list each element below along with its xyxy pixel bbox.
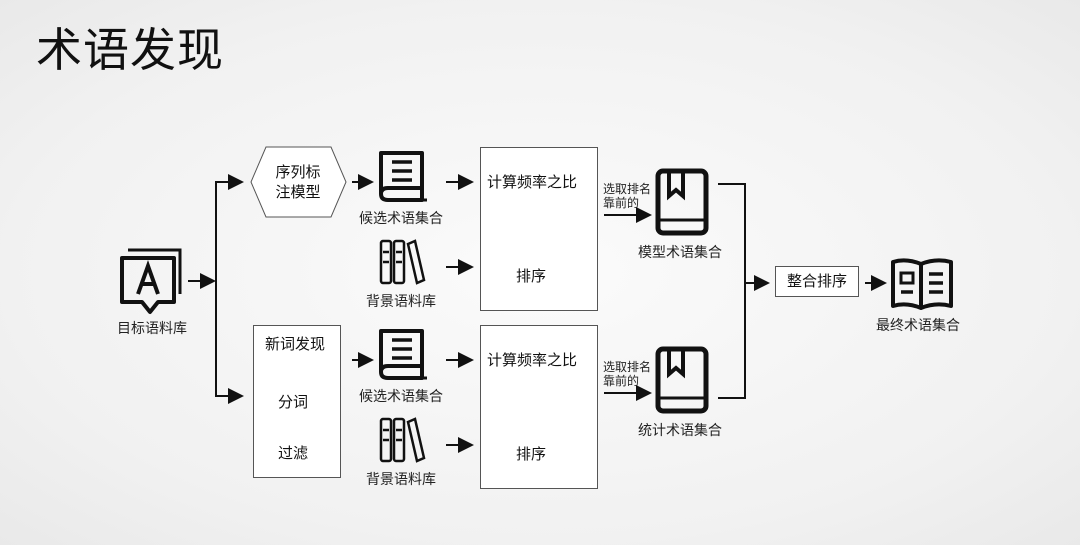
corpus-document-icon [120, 248, 182, 314]
background-corpus-books-icon [379, 239, 426, 285]
bottom-process-box [480, 325, 598, 489]
top-sort-label: 排序 [515, 267, 547, 285]
bottom-candidate-label: 候选术语集合 [359, 389, 443, 405]
stat-terms-label: 统计术语集合 [638, 423, 722, 439]
stat-terms-bookmark-icon [655, 346, 709, 414]
select-line2: 靠前的 [603, 374, 640, 388]
merge-sort-box: 整合排序 [775, 266, 859, 297]
final-open-book-icon [891, 258, 953, 310]
model-line2: 注模型 [275, 183, 321, 201]
bottom-ratio-label: 计算频率之比 [486, 351, 578, 369]
top-candidate-label: 候选术语集合 [359, 211, 443, 227]
candidate-book-icon [379, 151, 427, 202]
top-select-label: 选取排名 靠前的 [603, 182, 651, 210]
bottom-select-label: 选取排名 靠前的 [603, 360, 651, 388]
select-line1: 选取排名 [603, 360, 652, 374]
model-terms-bookmark-icon [655, 168, 709, 236]
select-line2: 靠前的 [603, 196, 640, 210]
background-corpus-books-icon [379, 417, 426, 463]
step-new-word: 新词发现 [264, 335, 326, 353]
page-title: 术语发现 [36, 23, 224, 77]
step-segment: 分词 [277, 393, 309, 411]
top-background-label: 背景语料库 [366, 294, 436, 310]
sequence-model-label: 序列标 注模型 [275, 162, 320, 202]
select-line1: 选取排名 [603, 182, 652, 196]
new-word-steps-box [253, 325, 341, 478]
candidate-book-icon [379, 329, 427, 380]
final-terms-label: 最终术语集合 [876, 318, 960, 334]
model-line1: 序列标 [275, 163, 321, 181]
sequence-model-hexagon [250, 146, 347, 218]
bottom-sort-label: 排序 [515, 445, 547, 463]
model-terms-label: 模型术语集合 [638, 245, 722, 261]
bottom-background-label: 背景语料库 [366, 472, 436, 488]
source-label: 目标语料库 [117, 321, 187, 337]
top-process-box [480, 147, 598, 311]
step-filter: 过滤 [277, 444, 309, 462]
top-ratio-label: 计算频率之比 [486, 173, 578, 191]
